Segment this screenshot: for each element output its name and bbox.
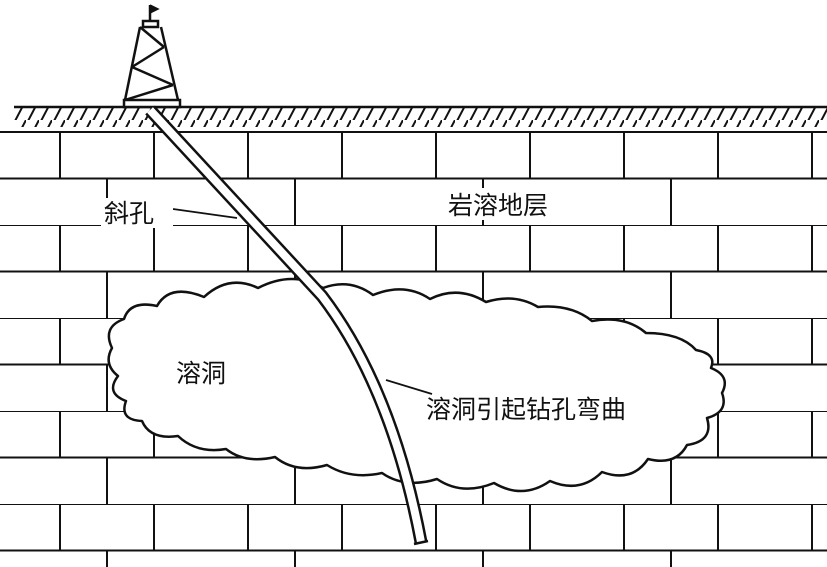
bending-leader	[385, 379, 433, 395]
cave-bending-label: 溶洞引起钻孔弯曲	[426, 395, 626, 424]
inclined-hole-label: 斜孔	[104, 199, 154, 228]
inclined-hole-leader	[172, 208, 238, 219]
karst-cave-label: 溶洞	[176, 359, 226, 388]
borehole-bottom	[413, 539, 429, 546]
drilling-derrick	[122, 4, 182, 109]
karst-stratum-label-bg	[444, 188, 572, 220]
borehole-fill	[147, 107, 425, 543]
ground-hatching	[14, 108, 827, 127]
inclined-hole-label-bg	[101, 198, 173, 228]
karst-stratum-label: 岩溶地层	[448, 191, 548, 220]
